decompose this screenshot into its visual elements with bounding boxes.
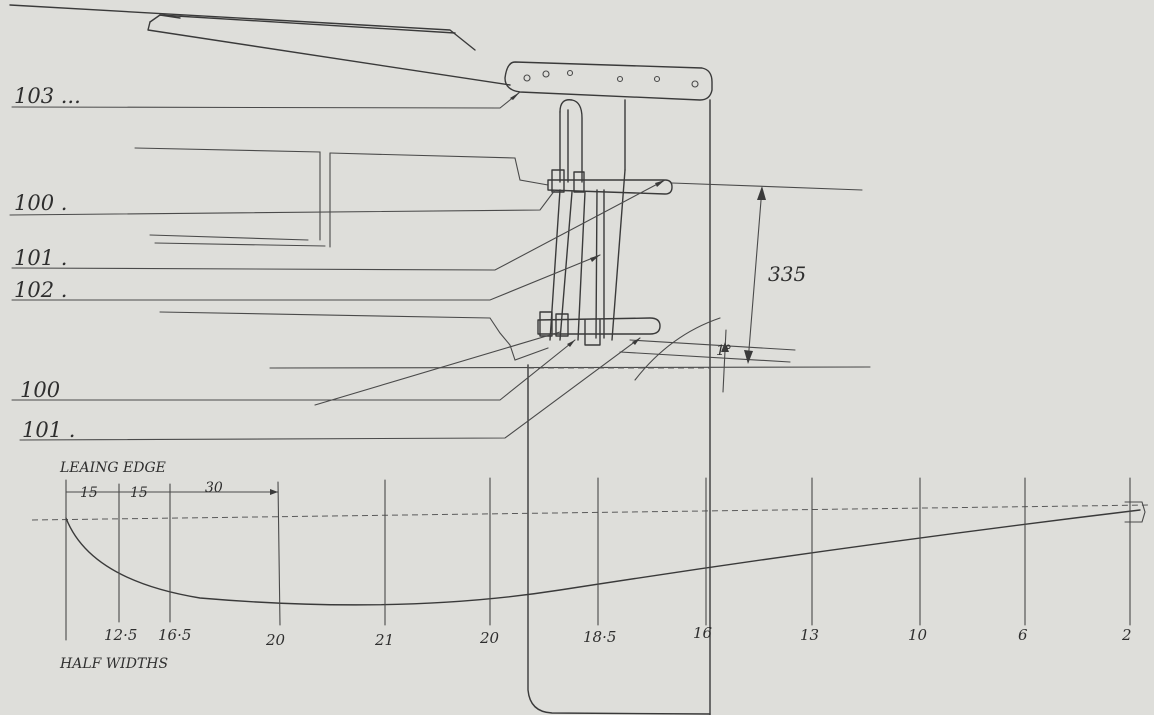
half-widths-label: HALF WIDTHS — [59, 656, 168, 672]
arrowheads — [510, 92, 665, 347]
callout-102: 102 . — [14, 278, 67, 302]
station-values: 12·5 16·5 20 21 20 18·5 16 13 10 6 2 — [104, 624, 1132, 649]
tiller-assembly — [9, 4, 713, 101]
angle-dimension: 1° — [716, 329, 732, 393]
spacing-2: 15 — [130, 485, 148, 501]
depth-dimension: 335 — [744, 186, 806, 364]
station-value: 10 — [908, 626, 928, 644]
hull-lines — [134, 147, 871, 381]
foil-half-profile — [65, 509, 1141, 606]
station-value: 16 — [693, 624, 713, 642]
spacing-1: 15 — [80, 485, 98, 501]
callout-labels: 103 ... 100 . 101 . 102 . 100 101 . — [14, 84, 81, 442]
callout-101-upper: 101 . — [14, 246, 67, 270]
callout-103: 103 ... — [14, 84, 81, 108]
spacing-3: 30 — [205, 480, 223, 496]
station-value: 6 — [1018, 626, 1028, 644]
head-plate-bolts — [523, 69, 699, 88]
station-value: 20 — [265, 631, 286, 649]
station-value: 20 — [479, 629, 500, 647]
station-value: 2 — [1121, 626, 1132, 644]
head-plate — [504, 61, 713, 101]
foil-section: 15 15 30 LEAING EDGE HALF WIDTHS 12·5 16… — [31, 460, 1151, 672]
station-value: 12·5 — [104, 626, 137, 644]
rudder-blade — [527, 99, 711, 715]
fittings — [537, 99, 673, 346]
leading-edge-label: LEAING EDGE — [59, 460, 166, 476]
station-lines — [65, 477, 1131, 641]
station-value: 21 — [374, 631, 394, 649]
depth-dimension-label: 335 — [768, 262, 806, 286]
callout-100-upper: 100 . — [14, 191, 67, 215]
spacing-dimensions: 15 15 30 — [65, 480, 279, 501]
callout-101-lower: 101 . — [22, 418, 75, 442]
angle-dimension-label: 1° — [716, 343, 732, 359]
station-value: 13 — [800, 626, 819, 644]
station-value: 16·5 — [158, 626, 191, 644]
callout-100-lower: 100 — [20, 378, 60, 402]
station-value: 18·5 — [583, 628, 616, 646]
centreline — [31, 504, 1151, 521]
